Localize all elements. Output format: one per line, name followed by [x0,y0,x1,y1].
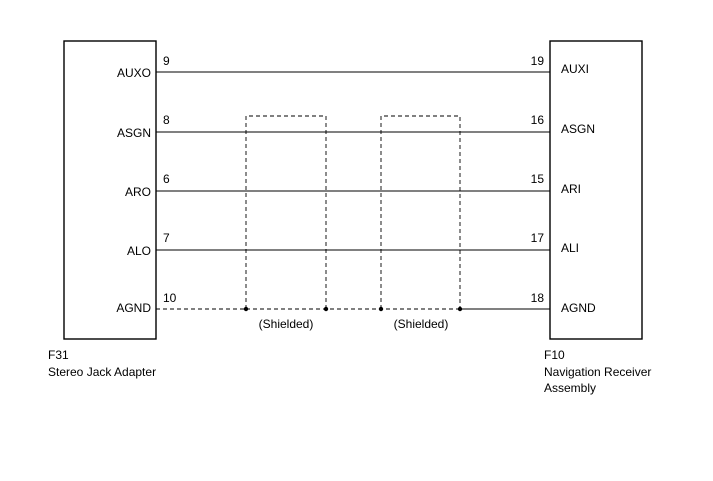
right-pin-label: AUXI [561,62,589,76]
right-pin-number: 18 [531,291,545,305]
right-pin-label: ASGN [561,122,595,136]
right-connector-name-line1: Navigation Receiver [544,365,651,379]
right-pin-number: 15 [531,172,545,186]
right-pin-number: 16 [531,113,545,127]
right-pin-label: AGND [561,301,596,315]
junction-dot [323,306,329,312]
left-pin-number: 6 [163,172,170,186]
shield-label: (Shielded) [259,317,314,331]
left-connector-box [63,40,157,340]
left-pin-number: 8 [163,113,170,127]
shield-outline-1 [245,115,327,309]
left-pin-label: ASGN [117,126,151,140]
right-connector-code: F10 [544,348,565,362]
left-pin-number: 10 [163,291,177,305]
left-pin-label: AUXO [117,66,151,80]
junction-dot [243,306,249,312]
shield-label: (Shielded) [394,317,449,331]
left-connector-code: F31 [48,348,69,362]
junction-dot [457,306,463,312]
left-pin-number: 9 [163,54,170,68]
right-connector-box [549,40,643,340]
right-pin-number: 17 [531,231,545,245]
junction-dot [378,306,384,312]
left-pin-number: 7 [163,231,170,245]
left-pin-label: ALO [127,244,151,258]
right-connector-name-line2: Assembly [544,381,596,395]
right-pin-label: ARI [561,182,581,196]
right-pin-number: 19 [531,54,545,68]
shield-outline-2 [380,115,461,309]
left-connector-name: Stereo Jack Adapter [48,365,156,379]
right-pin-label: ALI [561,241,579,255]
left-pin-label: AGND [116,301,151,315]
left-pin-label: ARO [125,185,151,199]
